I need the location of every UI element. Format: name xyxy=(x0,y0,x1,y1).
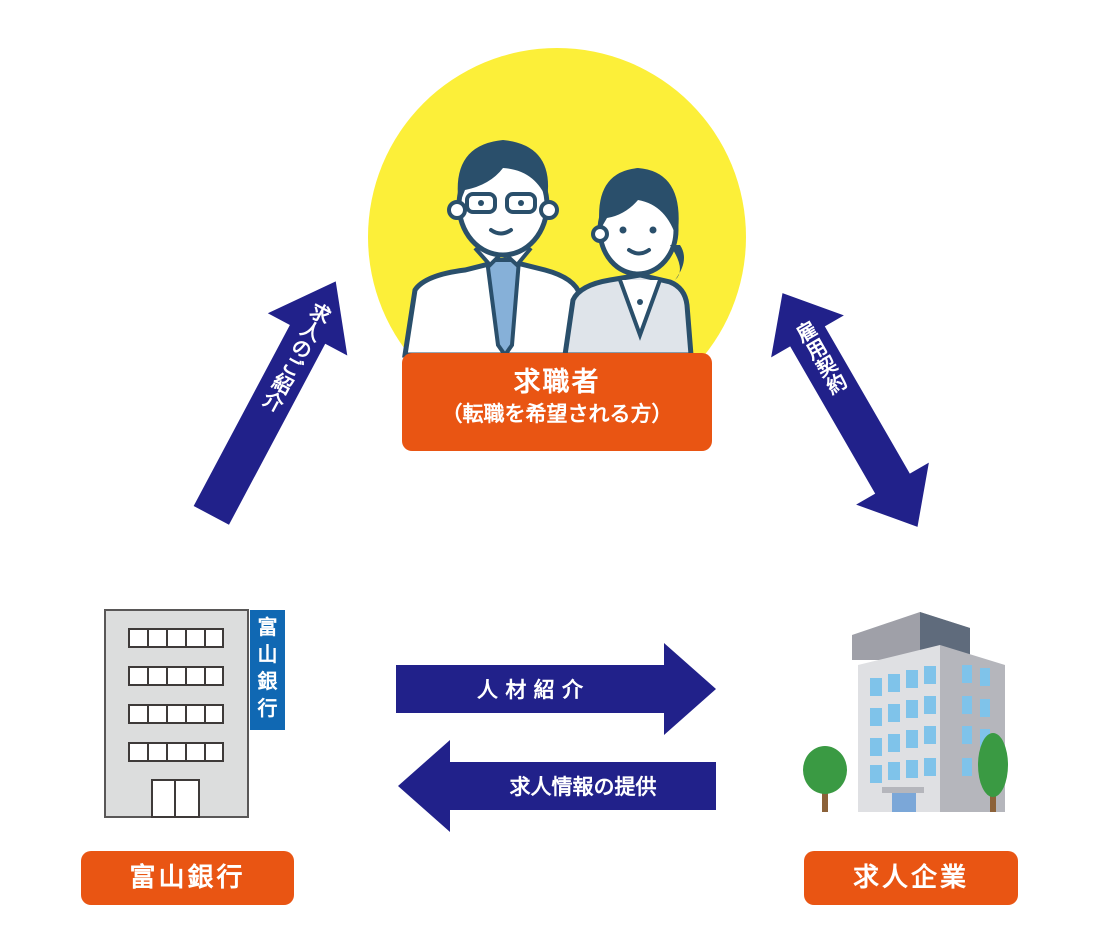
bank-sign xyxy=(250,610,285,730)
talent-introduction-arrow: 人 材 紹 介 xyxy=(396,643,716,735)
talent-introduction-label: 人 材 紹 介 xyxy=(477,678,584,702)
job-info-label: 求人情報の提供 xyxy=(510,775,657,799)
employment-contract-arrow: 雇用契約 xyxy=(771,293,929,527)
bank-sign-char: 山 xyxy=(257,642,278,666)
bank-building-icon xyxy=(104,609,285,818)
bank-sign-char: 行 xyxy=(257,696,278,720)
man-icon xyxy=(402,140,588,359)
bank-sign-char: 富 xyxy=(257,615,278,639)
company-building-icon xyxy=(803,612,1008,812)
woman-icon xyxy=(562,168,694,358)
job-seeker-subtitle: （転職を希望される方） xyxy=(441,402,673,426)
job-seeker-label: 求職者 （転職を希望される方） xyxy=(402,353,712,451)
job-info-arrow: 求人情報の提供 xyxy=(398,740,716,832)
job-seekers-illustration xyxy=(402,140,694,359)
job-seeker-title: 求職者 xyxy=(513,367,601,398)
bank-label: 富山銀行 xyxy=(81,851,294,905)
introduce-jobs-arrow: 求人のご紹介 xyxy=(193,281,348,525)
bank-sign-text: 富 山 銀 行 xyxy=(250,614,285,722)
bank-sign-char: 銀 xyxy=(257,669,278,693)
company-label: 求人企業 xyxy=(804,851,1018,905)
